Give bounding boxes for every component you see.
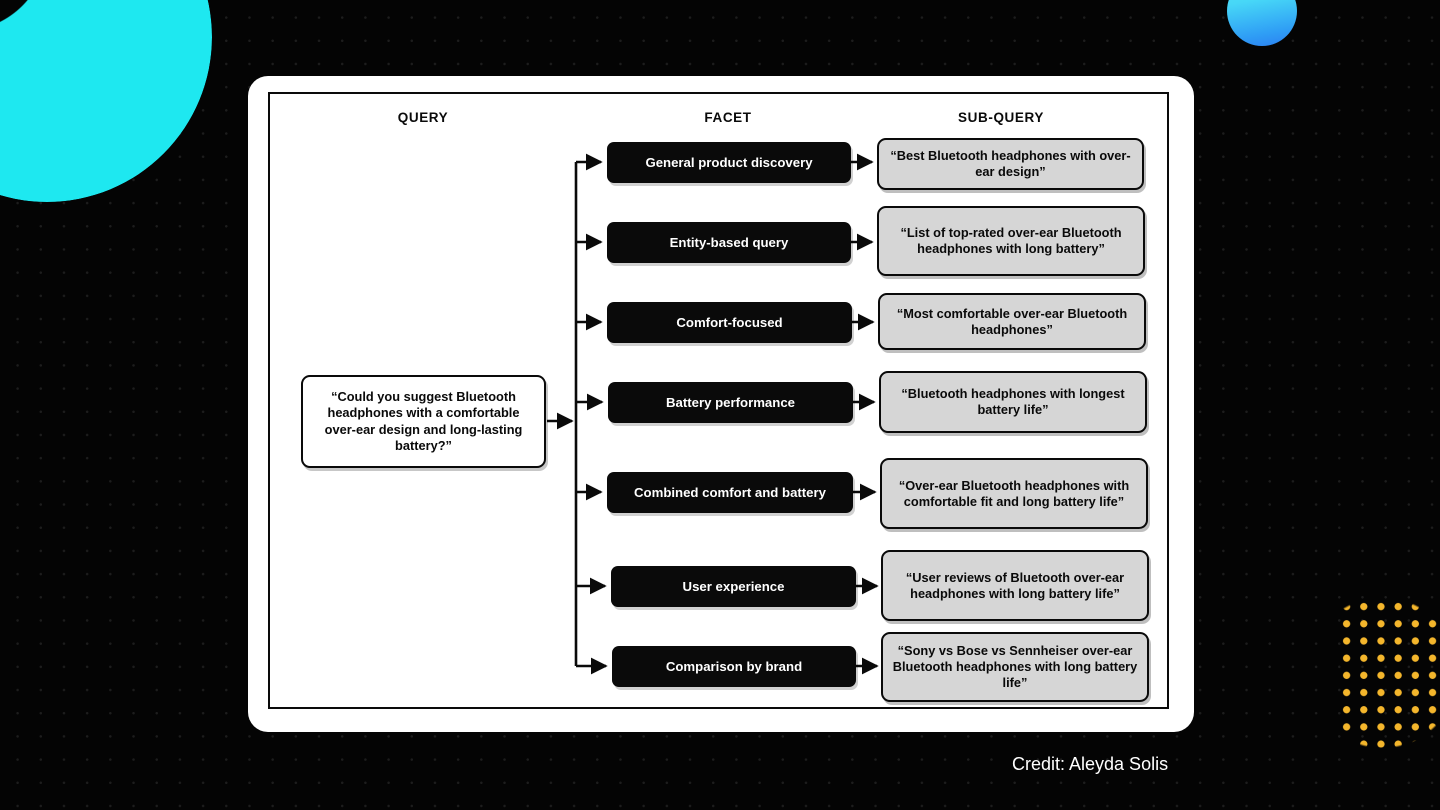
subquery-box-7: “Sony vs Bose vs Sennheiser over-ear Blu…: [881, 632, 1149, 702]
column-header-subquery: SUB-QUERY: [958, 110, 1044, 125]
facet-box-4: Battery performance: [608, 382, 853, 423]
facet-label-7: Comparison by brand: [665, 658, 803, 674]
column-header-facet: FACET: [704, 110, 752, 125]
facet-label-4: Battery performance: [666, 394, 795, 410]
facet-box-1: General product discovery: [607, 142, 851, 183]
subquery-box-4: “Bluetooth headphones with longest batte…: [879, 371, 1147, 433]
facet-label-5: Combined comfort and battery: [634, 484, 826, 500]
column-header-query: QUERY: [397, 110, 449, 125]
query-box: “Could you suggest Bluetooth headphones …: [301, 375, 546, 468]
facet-box-7: Comparison by brand: [612, 646, 856, 687]
facet-box-5: Combined comfort and battery: [607, 472, 853, 513]
subquery-text-7: “Sony vs Bose vs Sennheiser over-ear Blu…: [892, 643, 1138, 690]
facet-box-6: User experience: [611, 566, 856, 607]
facet-label-6: User experience: [682, 578, 785, 594]
subquery-text-1: “Best Bluetooth headphones with over-ear…: [890, 148, 1131, 179]
credit-label: Credit: Aleyda Solis: [1012, 754, 1169, 774]
subquery-box-3: “Most comfortable over-ear Bluetooth hea…: [878, 293, 1146, 350]
facet-label-2: Entity-based query: [669, 234, 789, 250]
subquery-text-4: “Bluetooth headphones with longest batte…: [901, 386, 1125, 417]
subquery-text-6: “User reviews of Bluetooth over-ear head…: [905, 569, 1125, 601]
cyan-gradient-circle-decoration: [1227, 0, 1297, 46]
subquery-box-5: “Over-ear Bluetooth headphones with comf…: [880, 458, 1148, 529]
yellow-dot-cluster-decoration: [1336, 596, 1440, 756]
subquery-text-5: “Over-ear Bluetooth headphones with comf…: [898, 477, 1130, 509]
subquery-text-3: “Most comfortable over-ear Bluetooth hea…: [896, 305, 1128, 337]
facet-label-3: Comfort-focused: [676, 314, 783, 330]
query-box-text: “Could you suggest Bluetooth headphones …: [324, 389, 523, 453]
subquery-box-6: “User reviews of Bluetooth over-ear head…: [881, 550, 1149, 621]
subquery-text-2: “List of top-rated over-ear Bluetooth he…: [900, 225, 1122, 256]
facet-box-2: Entity-based query: [607, 222, 851, 263]
facet-label-1: General product discovery: [645, 154, 813, 170]
facet-box-3: Comfort-focused: [607, 302, 852, 343]
subquery-box-1: “Best Bluetooth headphones with over-ear…: [877, 138, 1144, 190]
cyan-ring-decoration: [0, 0, 212, 202]
subquery-box-2: “List of top-rated over-ear Bluetooth he…: [877, 206, 1145, 276]
